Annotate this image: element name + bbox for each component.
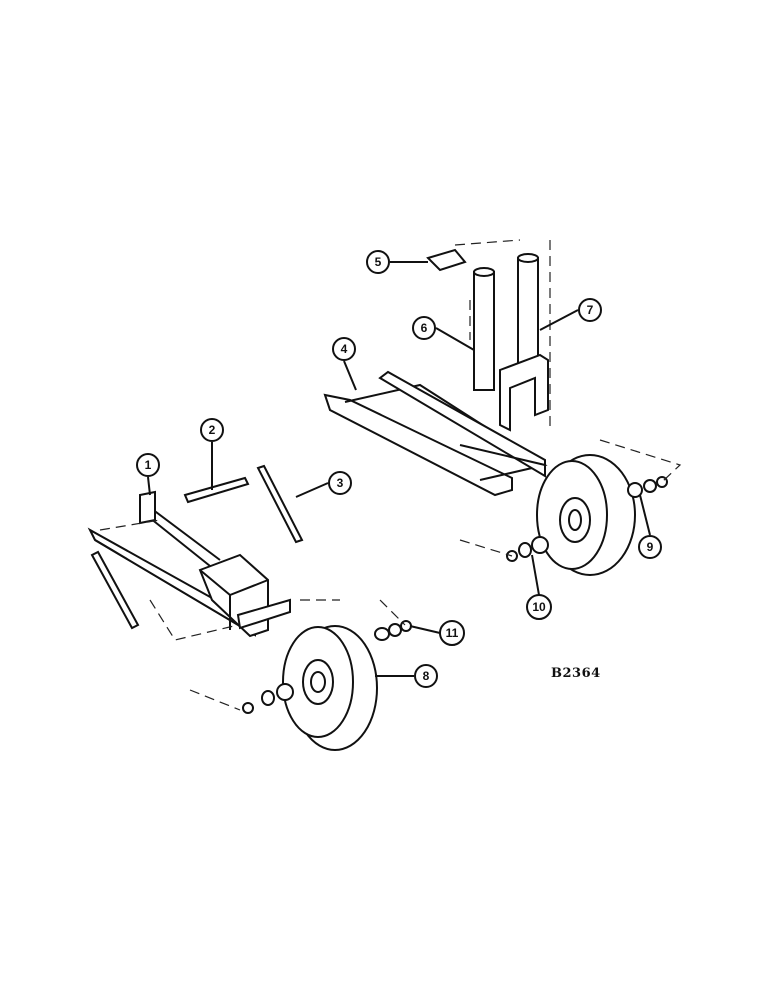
svg-text:3: 3 [337,476,344,490]
bracket-part-2 [183,476,250,504]
callout-4: 4 [332,337,356,361]
callout-8: 8 [414,664,438,688]
standard-part-7 [499,253,549,432]
bracket-part-5 [426,248,467,272]
callout-11: 11 [439,620,465,646]
wheel-right [506,454,668,576]
svg-text:9: 9 [647,540,654,554]
callout-3: 3 [328,471,352,495]
drawing-number: B2364 [551,666,601,681]
frame-left [87,490,291,638]
callout-7: 7 [578,298,602,322]
wheel-part-8 [242,620,412,751]
svg-text:5: 5 [375,255,382,269]
link-bar-part-3 [256,464,304,544]
tube-part-6 [473,267,495,391]
svg-text:6: 6 [421,321,428,335]
svg-text:1: 1 [145,458,152,472]
callout-10: 10 [526,594,552,620]
callout-1: 1 [136,453,160,477]
svg-text:10: 10 [532,600,546,614]
leader-lines [147,261,651,677]
frame-right [323,370,548,497]
callout-9: 9 [638,535,662,559]
svg-text:11: 11 [446,626,459,640]
callout-2: 2 [200,418,224,442]
alignment-lines [99,239,682,711]
callout-5: 5 [366,250,390,274]
svg-text:7: 7 [587,303,594,317]
link-bar-left [90,550,140,630]
svg-text:4: 4 [341,342,348,356]
svg-text:2: 2 [209,423,216,437]
svg-text:8: 8 [423,669,430,683]
callout-6: 6 [412,316,436,340]
